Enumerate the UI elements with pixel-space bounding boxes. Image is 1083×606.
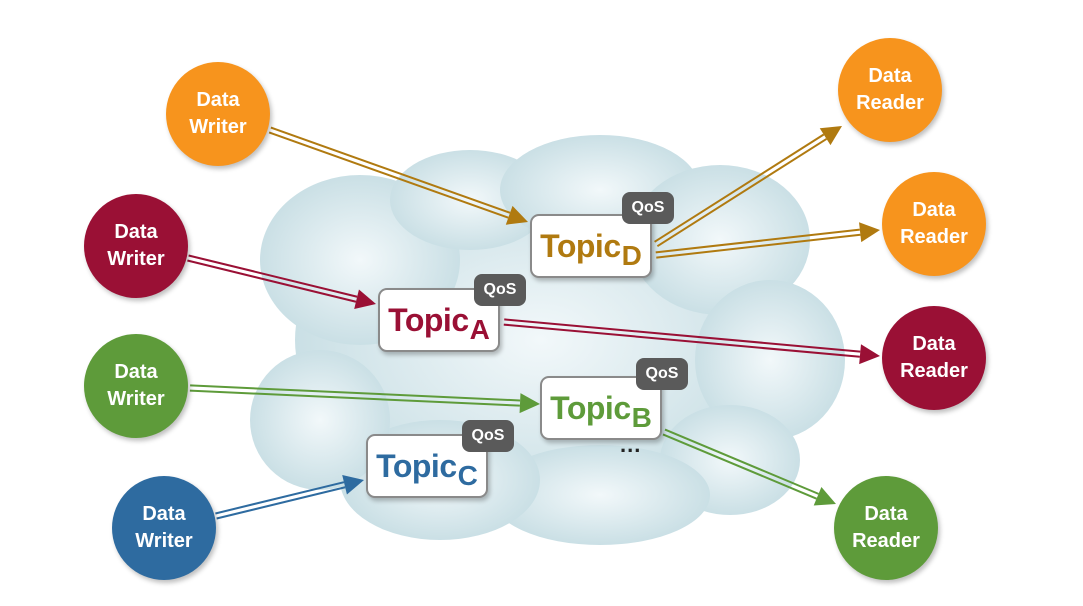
data-reader-crimson: Data Reader [882, 306, 986, 410]
arrow-head [813, 487, 836, 506]
arrow-shaft-line [190, 384, 521, 402]
topic-a-label: Topic [388, 301, 469, 338]
topic-b-label: Topic [550, 389, 631, 426]
writer-label-line2: Writer [189, 116, 247, 138]
data-writer-orange: Data Writer [166, 62, 270, 166]
arrow-writer-orange-to-topic-d [268, 126, 528, 225]
topic-d-qos-badge: QoS [622, 192, 674, 224]
arrow-topic-b-to-reader-4 [662, 428, 836, 506]
arrow-head [354, 289, 376, 309]
arrow-head [519, 393, 540, 414]
writer-label-line1: Data [114, 221, 158, 243]
data-reader-orange-2: Data Reader [882, 172, 986, 276]
topic-a-subscript: A [469, 314, 490, 345]
data-writer-blue: Data Writer [112, 476, 216, 580]
arrow-head [819, 126, 842, 146]
arrow-head [505, 205, 528, 225]
data-reader-green: Data Reader [834, 476, 938, 580]
reader-label-line1: Data [912, 199, 956, 221]
arrow-shaft-line [215, 481, 345, 515]
arrow-head [342, 475, 364, 495]
arrow-shaft-line [270, 126, 511, 214]
topic-c-qos-badge: QoS [462, 420, 514, 452]
reader-label-line1: Data [864, 503, 908, 525]
arrow-shaft-line [503, 323, 860, 358]
writer-label-line1: Data [196, 89, 240, 111]
arrow-writer-blue-to-topic-c [215, 475, 364, 520]
arrow-shaft-line [654, 133, 825, 243]
arrow-shaft-line [662, 433, 817, 500]
arrow-topic-a-to-reader-3 [503, 318, 880, 365]
topic-c-subscript: C [457, 460, 478, 491]
arrow-shaft-line [268, 131, 509, 219]
writer-label-line2: Writer [107, 248, 165, 270]
reader-label-line2: Reader [900, 226, 968, 248]
writer-label-line2: Writer [107, 388, 165, 410]
reader-label-line2: Reader [900, 360, 968, 382]
reader-label-line1: Data [868, 65, 912, 87]
topic-b-subscript: B [631, 402, 652, 433]
data-reader-orange-1: Data Reader [838, 38, 942, 142]
arrow-head [859, 222, 880, 243]
reader-label-line2: Reader [856, 92, 924, 114]
topic-a-qos-badge: QoS [474, 274, 526, 306]
arrow-shaft-line [187, 259, 357, 303]
reader-label-line2: Reader [852, 530, 920, 552]
writer-label-line1: Data [142, 503, 186, 525]
topic-d-subscript: D [621, 240, 642, 271]
arrow-topic-d-to-reader-1 [654, 126, 842, 248]
arrow-shaft-line [656, 233, 861, 259]
arrow-shaft-line [664, 428, 819, 495]
data-writer-crimson: Data Writer [84, 194, 188, 298]
arrow-shaft-line [655, 228, 860, 254]
arrow-shaft-line [504, 318, 861, 353]
topic-d-label: Topic [540, 227, 621, 264]
arrow-shaft-line [188, 254, 358, 298]
arrow-topic-d-to-reader-2 [655, 222, 880, 259]
arrow-writer-crimson-to-topic-a [187, 254, 376, 309]
writer-label-line1: Data [114, 361, 158, 383]
arrow-writer-green-to-topic-b [189, 384, 540, 414]
reader-label-line1: Data [912, 333, 956, 355]
topic-b-qos-badge: QoS [636, 358, 688, 390]
arrow-shaft-line [656, 138, 828, 248]
arrow-head [859, 344, 880, 365]
topic-c-label: Topic [376, 447, 457, 484]
arrow-shaft-line [189, 389, 520, 407]
data-writer-green: Data Writer [84, 334, 188, 438]
writer-label-line2: Writer [135, 530, 193, 552]
arrow-shaft-line [216, 486, 346, 520]
more-topics-ellipsis: ... [620, 432, 642, 457]
